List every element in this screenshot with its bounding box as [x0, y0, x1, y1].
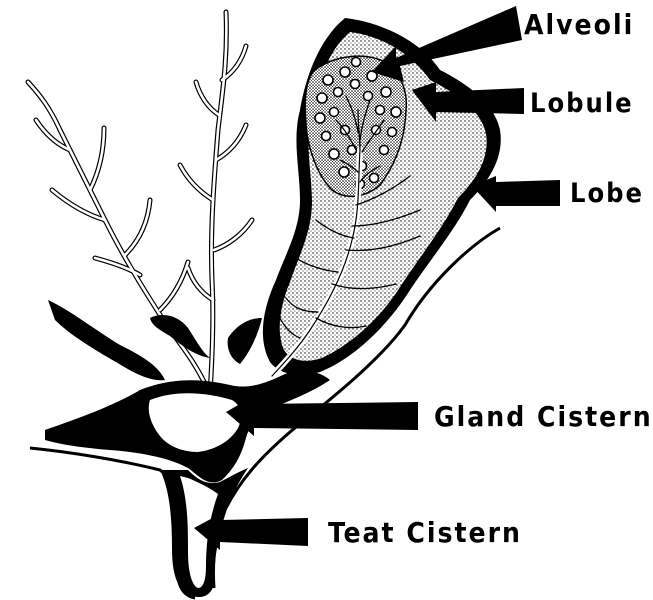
label-lobe: Lobe	[570, 178, 644, 209]
duct-base-shading	[48, 300, 262, 380]
arrow-lobe	[472, 176, 560, 212]
label-alveoli: Alveoli	[524, 8, 634, 41]
label-teat-cistern: Teat Cistern	[328, 516, 522, 549]
label-gland-cistern: Gland Cistern	[434, 400, 653, 433]
left-duct-tree	[28, 12, 252, 395]
label-lobule: Lobule	[530, 88, 634, 119]
